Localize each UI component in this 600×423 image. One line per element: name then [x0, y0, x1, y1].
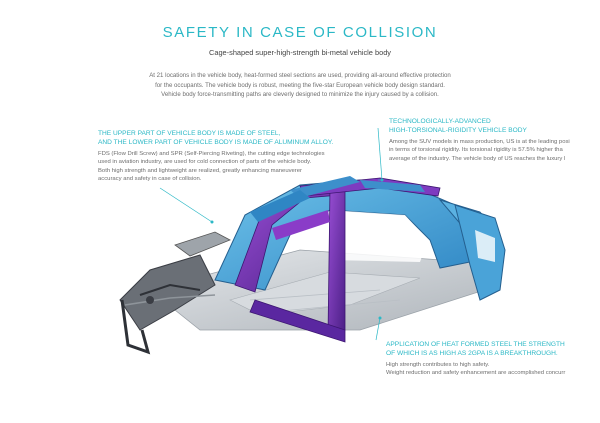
- callout-heat-formed-heading: APPLICATION OF HEAT FORMED STEEL THE STR…: [386, 341, 596, 358]
- callout-heading-line: HIGH-TORSIONAL-RIGIDITY VEHICLE BODY: [389, 126, 527, 134]
- callout-body-line: used in aviation industry, are used for …: [98, 159, 312, 166]
- callout-heading-line: THE UPPER PART OF VEHICLE BODY IS MADE O…: [98, 130, 281, 137]
- roof-cross-members: [250, 176, 425, 222]
- callout-body-line: Weight reduction and safety enhancement …: [386, 370, 566, 377]
- callout-body-line: FDS (Flow Drill Screw) and SPR (Self-Pie…: [98, 151, 325, 157]
- callout-heading-line: TECHNOLOGICALLY-ADVANCED: [389, 118, 491, 125]
- intro-paragraph: At 21 locations in the vehicle body, hea…: [120, 71, 480, 100]
- callout-torsional-heading: TECHNOLOGICALLY-ADVANCED HIGH-TORSIONAL-…: [389, 118, 589, 135]
- callout-body-line: Both high strength and lightweight are r…: [98, 167, 303, 174]
- page-subtitle: Cage-shaped super-high-strength bi-metal…: [209, 48, 391, 57]
- callout-torsional-body: Among the SUV models in mass production,…: [389, 138, 600, 163]
- page-title: SAFETY IN CASE OF COLLISION: [162, 24, 438, 41]
- callout-heading-line: AND THE LOWER PART OF VEHICLE BODY IS MA…: [98, 138, 334, 146]
- callout-upper-lower-body: FDS (Flow Drill Screw) and SPR (Self-Pie…: [98, 150, 338, 183]
- rear-structure: [454, 204, 506, 301]
- callout-heading-line: APPLICATION OF HEAT FORMED STEEL THE STR…: [386, 341, 565, 348]
- callout-body-line: average of the industry. The vehicle bod…: [389, 155, 566, 162]
- front-crash-structure: [119, 231, 231, 355]
- intro-line: for the occupants. The vehicle body is r…: [155, 81, 445, 89]
- callout-upper-lower-heading: THE UPPER PART OF VEHICLE BODY IS MADE O…: [98, 130, 378, 147]
- intro-line: Vehicle body force-transmitting paths ar…: [161, 91, 439, 99]
- pillars-purple: [234, 177, 441, 343]
- callout-body-line: Among the SUV models in mass production,…: [389, 139, 570, 145]
- callout-heading-line: OF WHICH IS AS HIGH AS 2GPA IS A BREAKTH…: [386, 349, 558, 357]
- intro-line: At 21 locations in the vehicle body, hea…: [149, 72, 451, 79]
- callout-body-line: accuracy and safety in case of collision…: [98, 175, 202, 182]
- callout-body-line: in terms of torsional rigidity. Its tors…: [389, 147, 563, 154]
- callout-body-line: High strength contributes to high safety…: [386, 362, 490, 368]
- callout-heat-formed-body: High strength contributes to high safety…: [386, 361, 600, 378]
